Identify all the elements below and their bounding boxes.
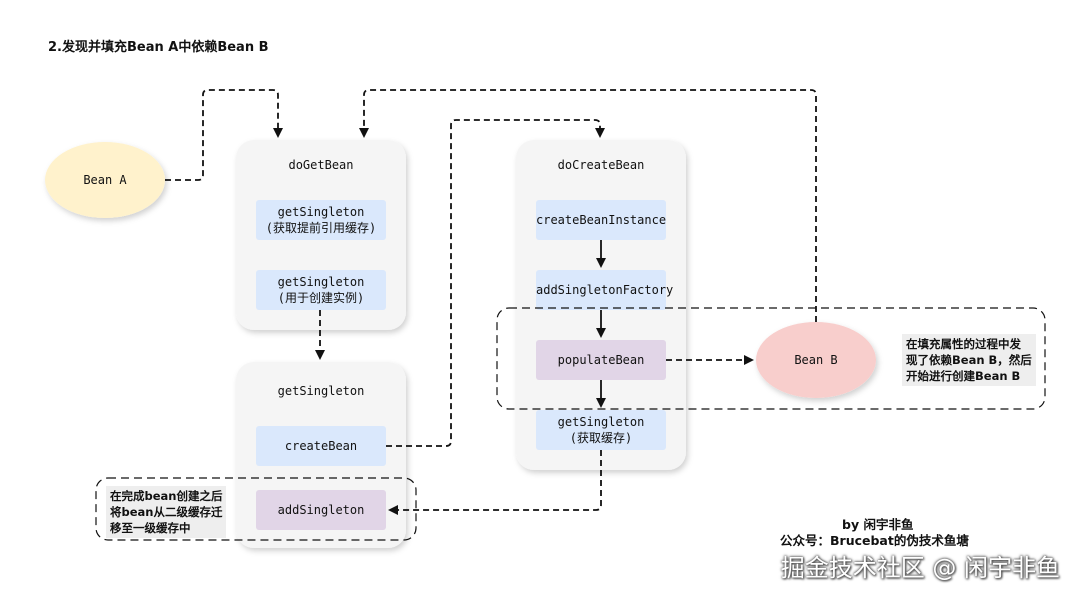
getSingleton-group-label: getSingleton xyxy=(277,384,365,398)
getSingleton-cache-label: getSingleton (获取缓存) xyxy=(536,414,666,446)
populateBean-box xyxy=(536,340,666,380)
getSingleton-create-box xyxy=(256,270,386,310)
add-singleton-note-line3: 移至一级缓存中 xyxy=(110,521,191,535)
connector-createBean-doCreateBean xyxy=(386,119,605,447)
getSingleton-early-box xyxy=(256,200,386,240)
getSingleton-early-line2: (获取提前引用缓存) xyxy=(265,221,377,235)
connector-cache-addSingleton xyxy=(388,450,602,515)
createBean-box xyxy=(256,426,386,466)
getSingleton-early-line1: getSingleton xyxy=(277,205,365,219)
bean-b-node xyxy=(756,322,876,398)
author-account-line: 公众号：Brucebat的伪技术鱼塘 xyxy=(780,533,969,548)
bean-b-note-line1: 在填充属性的过程中发 xyxy=(906,337,1021,351)
connector-beanB-doGetBean xyxy=(359,89,817,322)
bean-a-node xyxy=(45,142,165,218)
createBean-label: createBean xyxy=(284,439,358,453)
add-singleton-note-line2: 将bean从二级缓存迁 xyxy=(110,505,223,519)
bean-b-note-line3: 开始进行创建Bean B xyxy=(906,369,1021,383)
add-singleton-note: 在完成bean创建之后 将bean从二级缓存迁 移至一级缓存中 xyxy=(106,486,227,538)
addSingletonFactory-box xyxy=(536,270,666,310)
bean-b-note-line2: 现了依赖Bean B，然后 xyxy=(906,353,1032,367)
getSingleton-create-line2: (用于创建实例) xyxy=(277,291,365,305)
addSingleton-highlight-frame xyxy=(95,477,417,541)
bean-b-note: 在填充属性的过程中发 现了依赖Bean B，然后 开始进行创建Bean B xyxy=(902,334,1036,386)
bean-a-label: Bean A xyxy=(83,173,127,187)
author-by-line: by 闲宇非鱼 xyxy=(842,517,914,532)
populateBean-label: populateBean xyxy=(557,353,645,367)
addSingleton-box xyxy=(256,490,386,530)
doCreateBean-label: doCreateBean xyxy=(557,158,645,172)
getSingleton-cache-line2: (获取缓存) xyxy=(569,431,633,445)
add-singleton-note-line1: 在完成bean创建之后 xyxy=(110,489,223,503)
createBeanInstance-box xyxy=(536,200,666,240)
createBeanInstance-label: createBeanInstance xyxy=(536,213,667,227)
getSingleton-create-label: getSingleton (用于创建实例) xyxy=(256,274,386,306)
connector-beanA-doGetBean xyxy=(165,89,283,181)
bean-b-label: Bean B xyxy=(794,353,838,367)
getSingleton-cache-box xyxy=(536,410,666,450)
populate-highlight-frame xyxy=(496,307,1046,410)
watermark: 掘金技术社区 @ 闲宇非鱼 xyxy=(780,554,1060,582)
diagram-title: 2.发现并填充Bean A中依赖Bean B xyxy=(48,40,269,55)
addSingletonFactory-label: addSingletonFactory xyxy=(536,283,674,297)
getSingleton-cache-line1: getSingleton xyxy=(557,415,645,429)
getSingleton-early-label: getSingleton (获取提前引用缓存) xyxy=(256,204,386,236)
addSingleton-label: addSingleton xyxy=(277,503,365,517)
getSingleton-create-line1: getSingleton xyxy=(277,275,365,289)
doGetBean-label: doGetBean xyxy=(288,158,354,172)
